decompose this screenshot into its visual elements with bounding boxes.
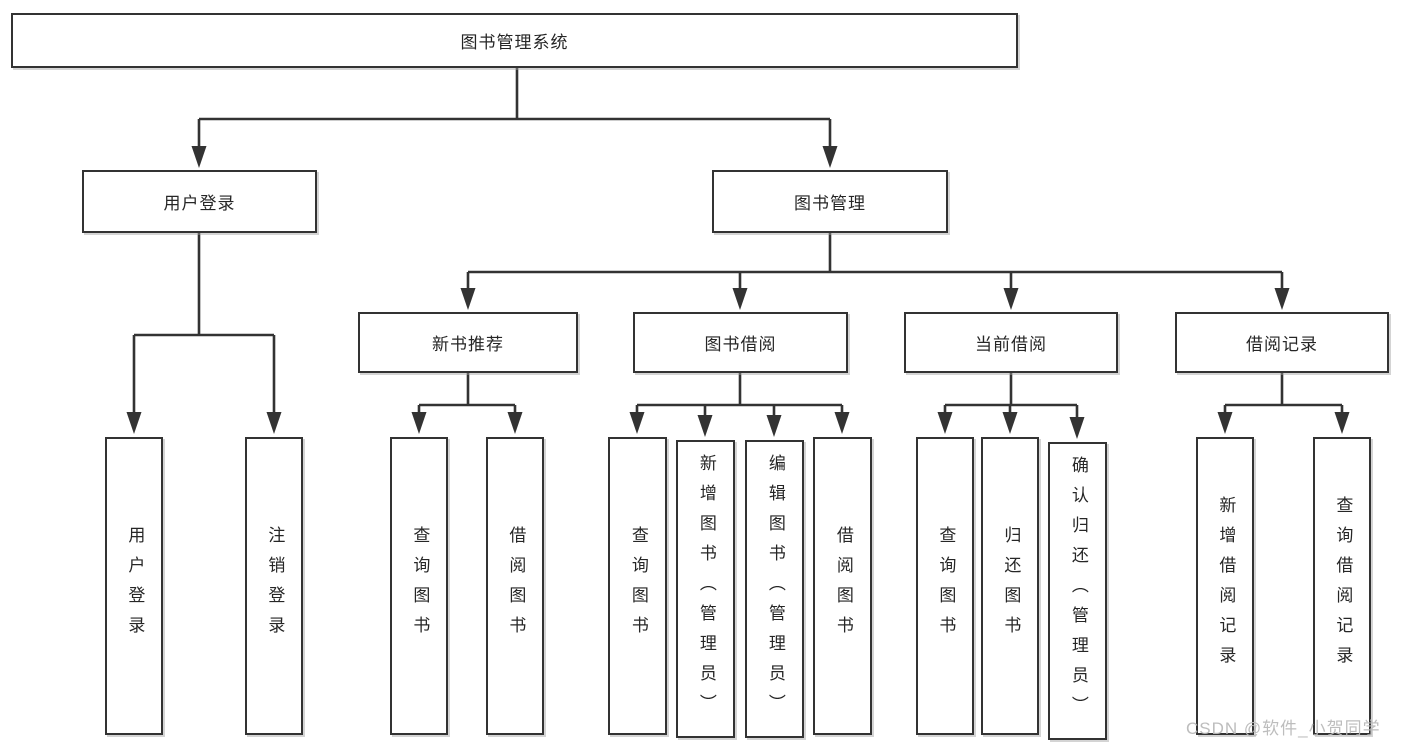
node-leaf-query-books-recommend: 查询图书 bbox=[390, 437, 448, 735]
node-book-borrowing-label: 图书借阅 bbox=[704, 335, 777, 354]
node-new-book-recommendation-label: 新书推荐 bbox=[432, 335, 504, 354]
node-leaf-query-books-current-label: 查询图书 bbox=[936, 526, 956, 646]
node-root-label: 图书管理系统 bbox=[460, 33, 569, 52]
node-user-login-label: 用户登录 bbox=[163, 194, 236, 213]
node-leaf-borrow-books-recommend: 借阅图书 bbox=[486, 437, 544, 735]
node-book-management-label: 图书管理 bbox=[794, 194, 866, 213]
node-leaf-confirm-return-admin-label: 确认归还（管理员） bbox=[1068, 456, 1088, 726]
csdn-watermark: CSDN @软件_小贺同学 bbox=[1186, 719, 1381, 738]
arrowhead-icons bbox=[126, 146, 1350, 439]
node-leaf-borrow-books-recommend-label: 借阅图书 bbox=[506, 526, 526, 646]
node-leaf-add-books-admin: 新增图书（管理员） bbox=[676, 440, 735, 738]
node-leaf-borrow-books-borrowing: 借阅图书 bbox=[813, 437, 872, 735]
node-book-borrowing: 图书借阅 bbox=[633, 312, 848, 373]
node-leaf-user-login: 用户登录 bbox=[105, 437, 163, 735]
node-book-management: 图书管理 bbox=[712, 170, 948, 233]
node-borrowing-records-label: 借阅记录 bbox=[1246, 335, 1318, 354]
node-new-book-recommendation: 新书推荐 bbox=[358, 312, 578, 373]
node-leaf-logout: 注销登录 bbox=[245, 437, 303, 735]
node-leaf-borrow-books-borrowing-label: 借阅图书 bbox=[833, 526, 853, 646]
node-leaf-add-books-admin-label: 新增图书（管理员） bbox=[696, 454, 716, 724]
node-user-login: 用户登录 bbox=[82, 170, 317, 233]
node-borrowing-records: 借阅记录 bbox=[1175, 312, 1389, 373]
node-leaf-return-books: 归还图书 bbox=[981, 437, 1039, 735]
node-leaf-query-borrow-record-label: 查询借阅记录 bbox=[1333, 496, 1353, 676]
node-leaf-query-books-current: 查询图书 bbox=[916, 437, 974, 735]
node-current-borrowing-label: 当前借阅 bbox=[975, 335, 1047, 354]
node-leaf-return-books-label: 归还图书 bbox=[1001, 526, 1021, 646]
node-leaf-query-books-borrowing: 查询图书 bbox=[608, 437, 667, 735]
node-leaf-query-books-borrowing-label: 查询图书 bbox=[628, 526, 648, 646]
node-leaf-query-books-recommend-label: 查询图书 bbox=[410, 526, 430, 646]
node-leaf-user-login-label: 用户登录 bbox=[125, 526, 145, 646]
node-current-borrowing: 当前借阅 bbox=[904, 312, 1118, 373]
node-root: 图书管理系统 bbox=[11, 13, 1018, 68]
node-leaf-add-borrow-record: 新增借阅记录 bbox=[1196, 437, 1254, 735]
node-leaf-confirm-return-admin: 确认归还（管理员） bbox=[1048, 442, 1107, 740]
node-leaf-logout-label: 注销登录 bbox=[265, 526, 285, 646]
node-leaf-query-borrow-record: 查询借阅记录 bbox=[1313, 437, 1371, 735]
node-leaf-edit-books-admin: 编辑图书（管理员） bbox=[745, 440, 804, 738]
node-leaf-add-borrow-record-label: 新增借阅记录 bbox=[1216, 496, 1236, 676]
node-leaf-edit-books-admin-label: 编辑图书（管理员） bbox=[765, 454, 785, 724]
